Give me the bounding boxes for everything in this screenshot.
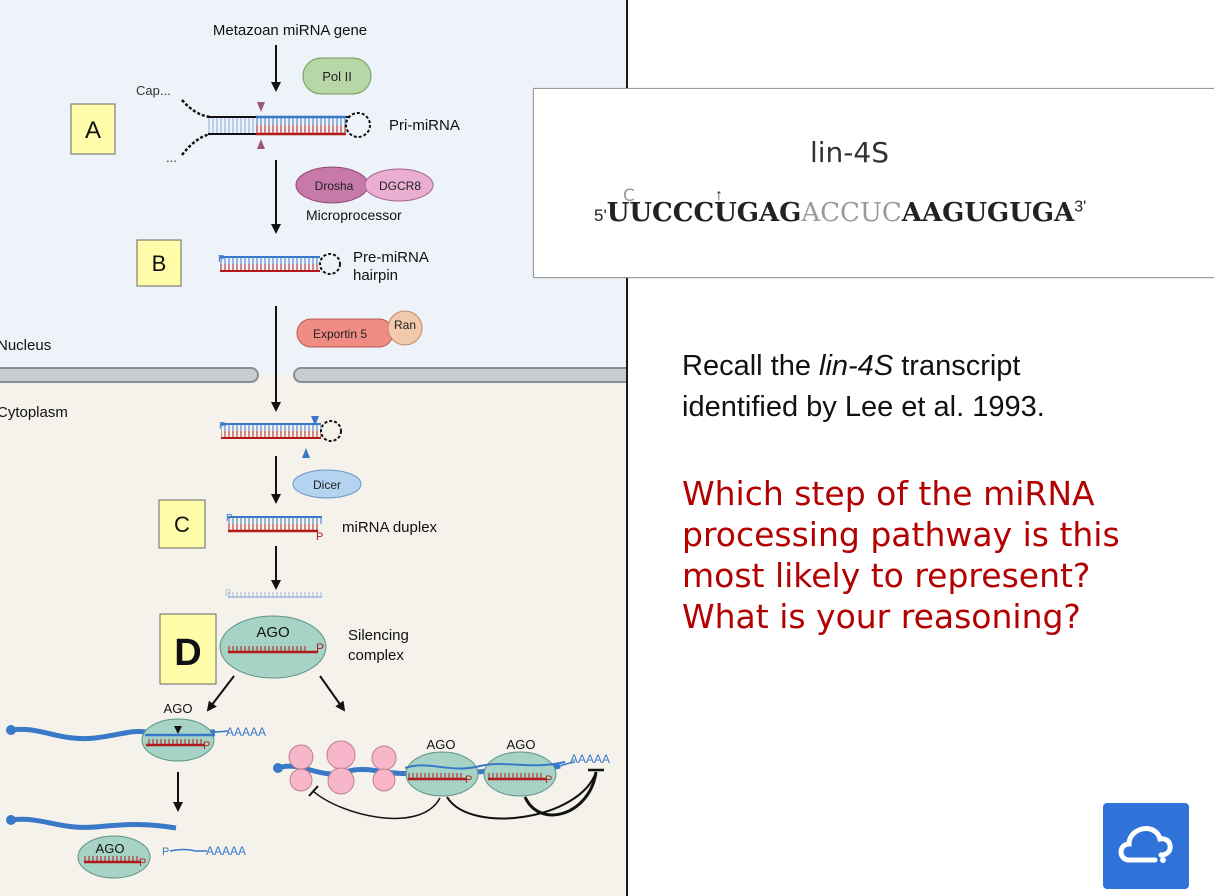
recall-part-1: Recall the: [682, 350, 820, 382]
nuclear-membrane-right: [293, 367, 626, 383]
step-d-box: [159, 613, 217, 685]
question-line-2: processing pathway is this: [682, 515, 1120, 554]
pol2-enzyme: [302, 57, 372, 95]
sequence-row: 5'UUCCCUGAGACCUCAAGUGUGA3': [594, 198, 1086, 228]
cyto-loop: [320, 420, 342, 442]
question-line-1: Which step of the miRNA: [682, 474, 1095, 513]
nucleus-label: Nucleus: [0, 337, 51, 354]
ago-rep2-label: AGO: [507, 737, 536, 752]
cut-mark-icon: ↑: [715, 187, 723, 204]
dicer-cut-top: [311, 416, 319, 426]
drosha-cut-bottom: [257, 139, 265, 149]
inhibit-arc-3: [523, 771, 598, 817]
cloud-icon: [1118, 826, 1173, 863]
silencing-label-2: complex: [348, 647, 404, 664]
pol2-label: Pol II: [322, 69, 352, 84]
three-prime-label: 3': [1074, 198, 1087, 216]
cleaved-fragment-5: [11, 816, 177, 831]
arrow-left-branch: [206, 675, 235, 712]
polya-3: AAAAA: [570, 752, 610, 766]
dicer-cut-bottom: [302, 448, 310, 458]
recall-italic: lin-4S: [819, 350, 894, 382]
variant-base-label: C: [623, 186, 635, 206]
pre-loop: [319, 253, 341, 275]
ago-p-label: P: [316, 641, 324, 655]
pri-stem-blue: [256, 117, 346, 126]
ago-cleavage-p: P: [203, 740, 210, 752]
dgcr8-enzyme: [364, 168, 434, 202]
question-text: Which step of the miRNA processing pathw…: [682, 473, 1202, 637]
dgcr8-label: DGCR8: [379, 179, 421, 193]
discard-p-label: P: [225, 588, 231, 598]
svg-text:...: ...: [166, 150, 177, 165]
ago-rep1-label: AGO: [427, 737, 456, 752]
drosha-cut-top: [257, 102, 265, 112]
ago-cleavage-label: AGO: [164, 701, 193, 716]
sequence-title: lin-4S: [810, 136, 889, 169]
ribosome-2: [326, 740, 356, 795]
duplex-label: miRNA duplex: [342, 519, 438, 536]
step-b-box: [136, 239, 182, 287]
target-mrna-cleavage: [11, 726, 215, 742]
nuclear-membrane-left: [0, 367, 259, 383]
ago-released-p: P: [139, 857, 146, 869]
panel-divider: [626, 0, 628, 896]
dicer-label: Dicer: [313, 478, 341, 492]
polya-1: AAAAA: [226, 725, 266, 739]
pri-loop: [345, 112, 371, 138]
pre-mirna-label-1: Pre-miRNA: [353, 249, 429, 266]
step-c-box: [158, 499, 206, 549]
sequence-panel: [533, 88, 1214, 278]
dicer-enzyme: [292, 469, 362, 499]
recall-part-2: transcript: [893, 350, 1021, 382]
duplex-p-bottom: P: [316, 531, 323, 543]
ran-enzyme: [387, 310, 423, 346]
seq-part-3: AAGUGUGA: [901, 198, 1075, 228]
cap-label: Cap...: [136, 83, 171, 98]
recall-text: Recall the lin-4S transcript identified …: [682, 346, 1045, 428]
pri-mirna-label: Pri-miRNA: [389, 117, 460, 134]
five-prime-label: 5': [594, 206, 607, 225]
microprocessor-label: Microprocessor: [306, 207, 402, 223]
gene-label: Metazoan miRNA gene: [213, 22, 367, 39]
recall-part-3: identified by Lee et al. 1993.: [682, 391, 1045, 423]
step-d-label: D: [174, 632, 201, 674]
seq-part-2: ACCUC: [801, 198, 902, 228]
pri-arm-bottom: [181, 132, 211, 156]
pre-mirna-label-2: hairpin: [353, 267, 398, 284]
mirna-pathway-diagram: Metazoan miRNA gene Pol II Cap... Pri-mi…: [0, 0, 626, 896]
ribosome-1: [288, 744, 314, 792]
pri-stem-black: [208, 117, 256, 134]
ago-label-main: AGO: [256, 624, 289, 641]
inhibit-arc-2: [446, 771, 597, 820]
inhibit-arc-1: [312, 790, 441, 820]
ago-released-label: AGO: [96, 841, 125, 856]
arrow-right-branch: [319, 675, 346, 712]
question-line-4: What is your reasoning?: [682, 597, 1081, 636]
step-a-box: [70, 103, 116, 155]
ran-label: Ran: [394, 318, 416, 332]
step-c-label: C: [174, 512, 190, 537]
step-b-label: B: [152, 251, 167, 276]
fragment-p: P: [162, 846, 169, 858]
silencing-label-1: Silencing: [348, 627, 409, 644]
question-line-3: most likely to represent?: [682, 556, 1091, 595]
pri-stem-red: [256, 125, 346, 134]
ago-rep1-p: P: [465, 774, 472, 786]
polya-2: AAAAA: [206, 844, 246, 858]
exportin-label: Exportin 5: [313, 327, 367, 341]
pri-arm-top: [181, 99, 211, 119]
cytoplasm-label: Cytoplasm: [0, 404, 68, 421]
step-a-label: A: [85, 117, 101, 144]
slicer-mark: [174, 726, 182, 734]
ribosome-3: [371, 745, 397, 792]
ago-rep2-p: P: [545, 774, 552, 786]
seq-part-1: UUCCCUGAG: [606, 198, 802, 228]
cloud-app-button[interactable]: [1103, 803, 1189, 889]
drosha-label: Drosha: [315, 179, 354, 193]
